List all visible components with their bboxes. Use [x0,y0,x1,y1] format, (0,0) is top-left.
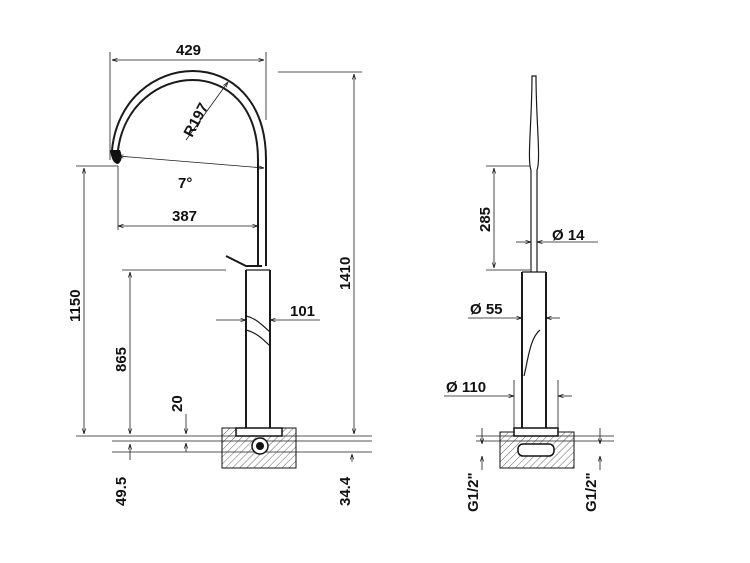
dim-49-5: 49.5 [113,477,130,506]
dim-angle: 7° [178,175,192,192]
dim-101: 101 [290,303,315,320]
dim-radius: R197 [181,100,213,140]
lever-handle [225,255,262,267]
dim-34-4: 34.4 [337,476,354,506]
dim-429: 429 [176,42,201,59]
spout [110,70,267,266]
dim-1410: 1410 [337,257,354,290]
dim-865: 865 [113,347,130,372]
base-flange [235,427,283,437]
dim-387: 387 [172,208,197,225]
dim-1150: 1150 [67,289,84,322]
label-connection-left: G1/2" [465,472,482,512]
base-flange-front [513,427,559,437]
dim-diameter-14: Ø 14 [552,227,585,244]
column-body-front [521,271,547,428]
dim-20: 20 [169,395,186,412]
dim-285: 285 [477,207,494,232]
dim-diameter-110: Ø 110 [446,379,486,396]
dim-diameter-55: Ø 55 [470,301,503,318]
front-view: 285 Ø 14 Ø 55 Ø 110 G1/2" G1/2" [444,75,614,512]
side-view: 429 R197 7° 387 1150 865 101 1410 20 [67,42,372,506]
supply-connector-front [517,443,555,457]
column-body [245,269,271,428]
spout-front [528,75,540,272]
label-connection-right: G1/2" [583,472,600,512]
